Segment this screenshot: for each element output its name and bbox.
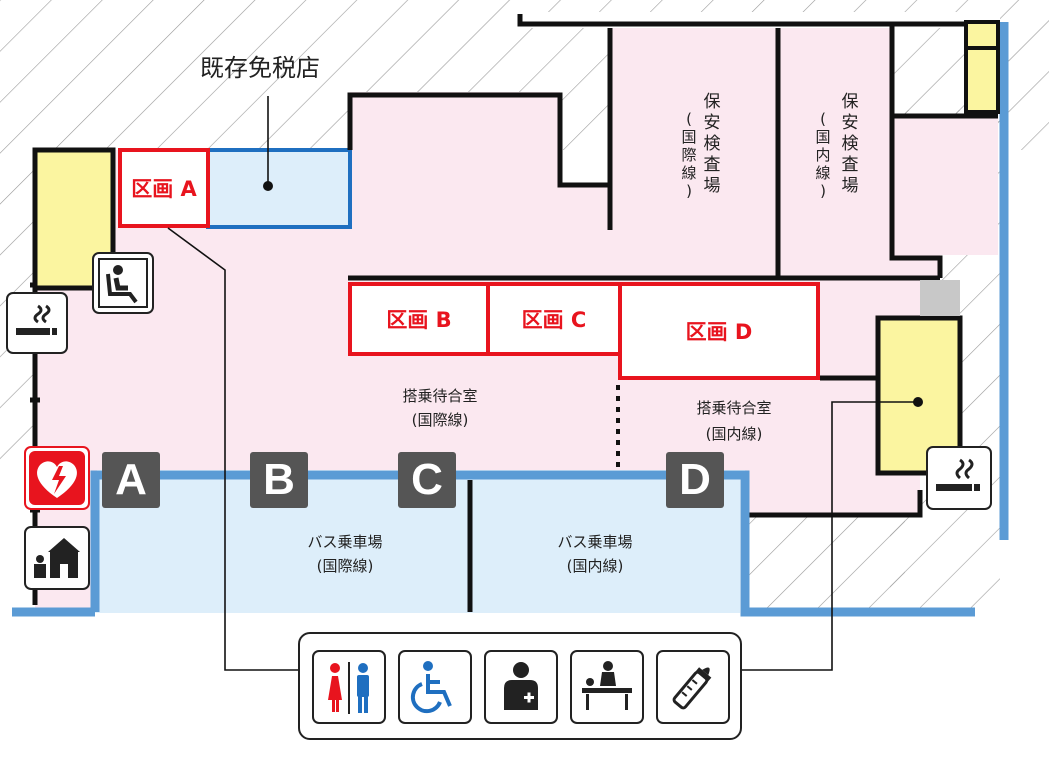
- bus-dom-sub: (国内線): [566, 557, 624, 575]
- security-dom-label: 保安検査場: [841, 92, 859, 196]
- duty-free-callout: 既存免税店: [200, 54, 320, 82]
- zone-d-label: 区画 D: [685, 320, 753, 344]
- aed-icon: [24, 446, 90, 510]
- building-interior: [35, 28, 998, 515]
- first-aid-icon: [484, 650, 558, 724]
- smoking-icon: [6, 292, 68, 354]
- amenity-strip: [298, 632, 742, 740]
- wheelchair-icon: [398, 650, 472, 724]
- smoking-icon-right: [926, 446, 992, 510]
- zone-d-box: [618, 282, 820, 380]
- gate-d: D: [666, 452, 724, 508]
- diaper-change-icon: [570, 650, 644, 724]
- seat-icon: [92, 252, 154, 314]
- bus-intl-sub: (国際線): [316, 557, 374, 575]
- security-dom-sub: (国内線): [815, 110, 831, 200]
- waiting-intl-sub: (国際線): [411, 411, 469, 429]
- gray-block: [920, 280, 960, 316]
- baby-bottle-icon: [656, 650, 730, 724]
- kids-room-icon: [24, 526, 90, 590]
- waiting-dom-sub: (国内線): [705, 425, 763, 443]
- gate-b: B: [250, 452, 308, 508]
- waiting-dom-label: 搭乗待合室: [696, 399, 772, 417]
- duty-free-shop: [206, 148, 352, 229]
- zone-a-label: 区画 A: [131, 177, 197, 201]
- security-intl-sub: (国際線): [681, 110, 697, 200]
- zone-a-box: [118, 148, 210, 228]
- zone-c-label: 区画 C: [521, 308, 587, 332]
- security-intl-label: 保安検査場: [703, 92, 721, 196]
- restroom-icon: [312, 650, 386, 724]
- bus-intl-label: バス乗車場: [307, 533, 383, 551]
- zone-b-label: 区画 B: [386, 308, 452, 332]
- waiting-intl-label: 搭乗待合室: [402, 387, 478, 405]
- gate-c: C: [398, 452, 456, 508]
- gate-a: A: [102, 452, 160, 508]
- zone-c-box: [486, 282, 622, 356]
- hatch-bottom-right: [745, 515, 905, 615]
- bus-dom-label: バス乗車場: [557, 533, 633, 551]
- zone-b-box: [348, 282, 490, 356]
